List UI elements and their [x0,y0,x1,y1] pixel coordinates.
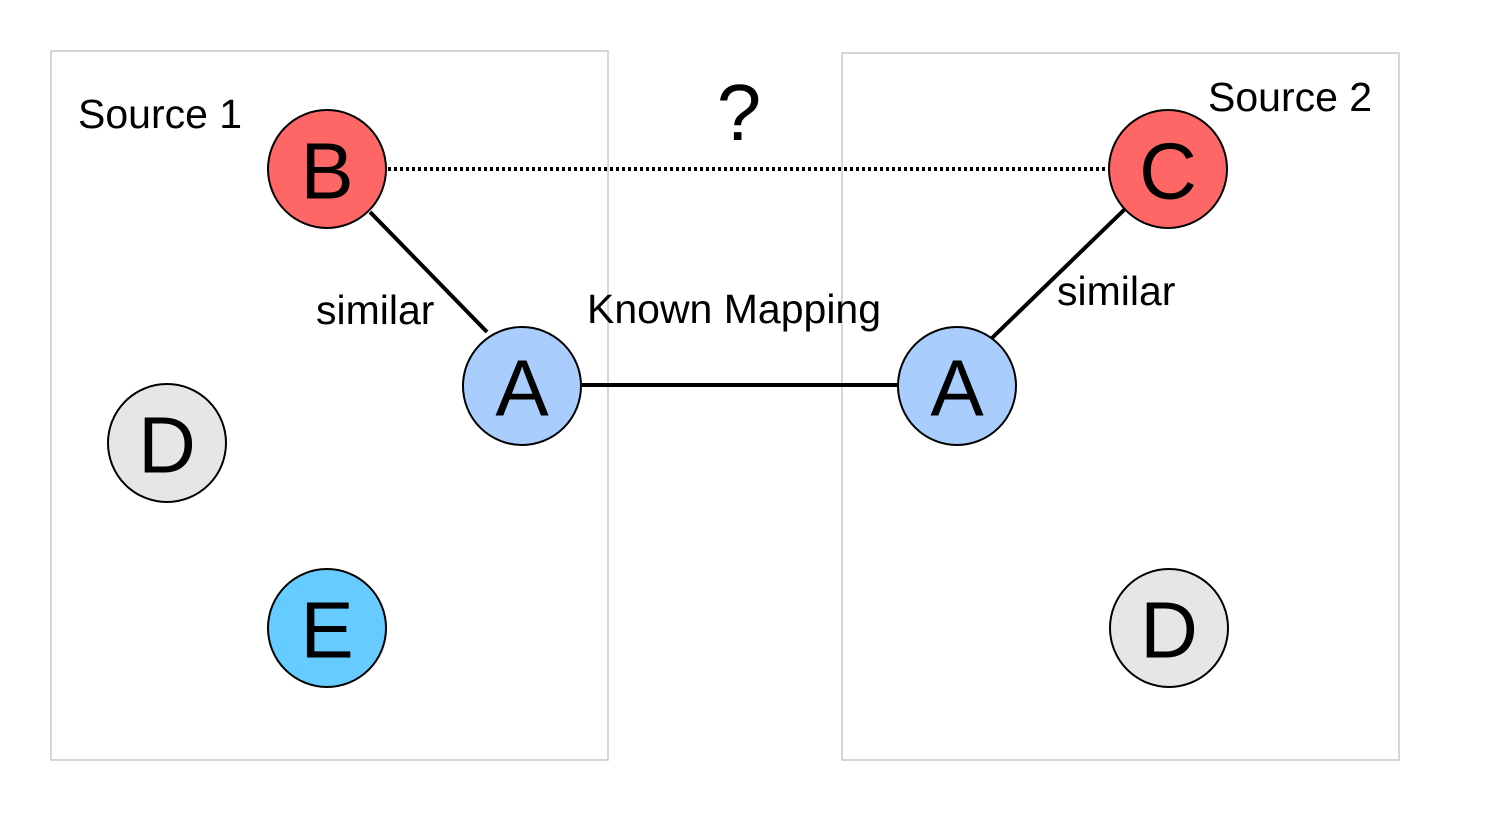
node-b-source-1: B [267,109,387,229]
node-c-source-2: C [1108,109,1228,229]
node-circle [462,326,582,446]
node-a-source-2: A [897,326,1017,446]
known-mapping-label: Known Mapping [587,286,881,332]
node-a-source-1: A [462,326,582,446]
node-label: E [300,586,353,675]
node-circle [1108,109,1228,229]
node-label: D [138,401,196,490]
source-1-label: Source 1 [78,91,242,137]
node-label: A [930,344,984,433]
node-label: B [300,127,353,216]
node-circle [107,383,227,503]
node-d-source-2: D [1109,568,1229,688]
unknown-mapping-label: ? [717,68,762,157]
node-circle [267,568,387,688]
source-1-similar-label: similar [316,287,434,333]
source-2-similar-edge [990,207,1127,340]
node-label: A [495,344,549,433]
node-circle [1109,568,1229,688]
source-1-similar-edge [368,210,489,334]
node-d-source-1: D [107,383,227,503]
source-2-box [841,52,1400,761]
node-e-source-1: E [267,568,387,688]
source-2-label: Source 2 [1208,74,1372,120]
source-2-similar-label: similar [1057,268,1175,314]
source-1-box [50,50,609,761]
node-circle [897,326,1017,446]
node-label: D [1140,586,1198,675]
node-label: C [1139,127,1197,216]
node-circle [267,109,387,229]
